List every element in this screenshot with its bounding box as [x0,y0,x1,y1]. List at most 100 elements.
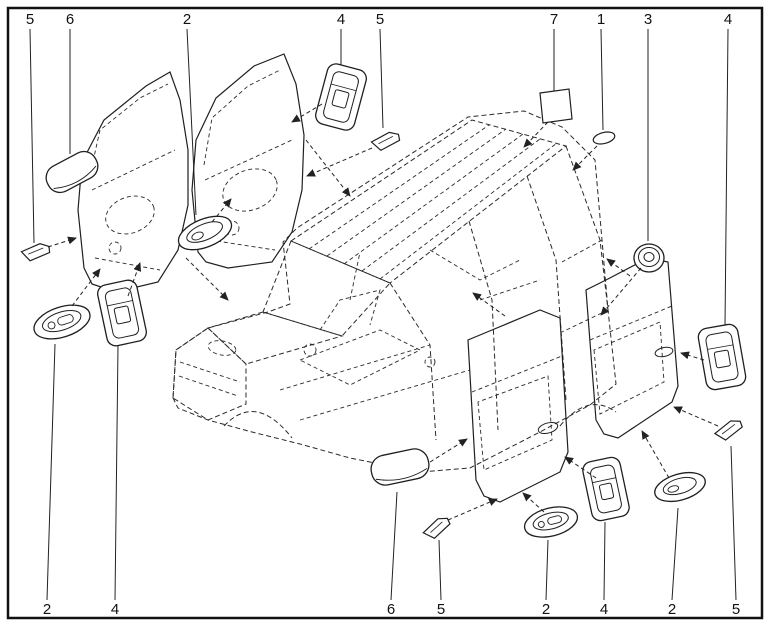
roof-panel [289,119,568,284]
grommet-inner [643,252,655,262]
door-outline [467,309,569,503]
windshield [262,240,391,337]
floor-grommet-hole [424,356,436,368]
body-silhouette [172,110,617,473]
door-beltline [471,355,563,393]
clip-outline [713,420,743,441]
rear-panel-line [561,239,603,263]
part-clip-item5-right [713,420,743,441]
roof-rib [308,124,490,250]
grommet-outer [654,471,706,503]
part-grommet-item2-bottom [523,506,579,538]
door-handle [537,421,559,435]
callout-bottom-5: 2 [542,601,550,618]
floor-line [299,369,471,421]
vent-outline [697,323,747,391]
callout-labels-bottom: 2 4 6 5 2 4 2 5 [43,601,740,618]
floor-grommet-hole [303,343,317,357]
part-grommet-item3 [633,243,665,273]
door-inner-hole [108,241,122,255]
leader-line [390,491,398,601]
vent-inner [104,287,140,339]
vent-rib [707,344,734,350]
callout-bottom-4: 5 [437,601,445,618]
vent-knob [713,349,731,369]
leader-lines-top [29,28,729,327]
leader-lines-bottom [46,343,737,601]
vent-rib [592,477,616,484]
door-window-frame [203,69,281,166]
grommet-lever [57,314,74,326]
leader-line [114,345,119,601]
door-beltline [589,305,673,341]
assembly-arrow [127,262,142,297]
part-vent-item4-top [315,63,367,131]
front-wheel-arch [223,411,293,439]
headlight [207,340,237,356]
door-inner-line [209,239,276,251]
leader-line [379,28,384,129]
hood [207,311,344,365]
leader-line [29,28,35,244]
door-window-frame [89,83,169,176]
callout-top-5: 5 [376,11,384,28]
front-face [172,327,247,421]
door-outline [191,53,305,269]
assembly-arrow [211,198,232,223]
grommet-inner [662,476,697,496]
assembly-arrow [429,438,468,463]
assembly-arrow [472,292,506,317]
callout-top-6: 7 [550,11,558,28]
callout-bottom-8: 5 [732,601,740,618]
clip-outline [422,517,451,540]
assembly-arrows [47,103,719,521]
assembly-arrow [522,492,545,513]
assembly-arrow [523,121,549,148]
assembly-arrow [305,139,351,197]
callout-top-1: 5 [26,11,34,28]
border-frame [6,6,764,620]
part-vent-item4-left [97,279,147,347]
callout-bottom-6: 4 [600,601,608,618]
part-clip-item5-bottom [422,517,451,540]
rear-panel-line [561,309,609,333]
grommet-pivot [537,520,545,528]
c-pillar [526,175,567,401]
vent-inner [323,71,359,123]
inner-panel-line [479,279,541,301]
pad-thickness [53,165,97,190]
assembly-arrow [185,257,229,301]
callout-top-8: 3 [644,11,652,28]
leader-line [603,521,606,601]
roof-rib [343,133,524,265]
door-inner-panel [477,375,553,471]
clip-rib [28,247,44,255]
assembly-arrow [47,236,77,248]
pad-outline [370,448,430,486]
assembly-arrow [641,430,670,479]
part-patch-item7 [539,88,573,124]
roof-rib [379,142,558,280]
grommet-detail [191,231,204,241]
leader-line [724,28,729,327]
callout-bottom-3: 6 [387,601,395,618]
part-clip-item5-top-left [20,243,51,262]
assembly-arrow [606,258,631,277]
vent-outline [97,279,147,347]
leader-line [438,539,442,601]
rear-pillar [565,145,609,311]
leader-line [545,539,549,601]
vent-inner [705,331,739,383]
clip-outline [370,131,401,152]
grille-line [179,361,241,383]
roof-rib [326,128,507,257]
grommet-inner [41,309,82,333]
callout-top-9: 4 [724,11,732,28]
grommet-outer [523,506,579,538]
leader-line [600,28,604,131]
door-handle [654,346,674,358]
part-plug-item1 [592,131,616,145]
grille-line [178,375,239,397]
door-inner-opening [105,195,155,235]
floor-line [279,344,431,391]
